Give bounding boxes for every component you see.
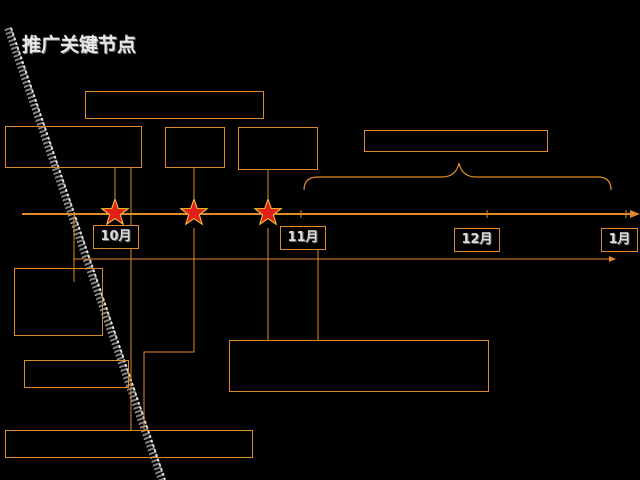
text-box-bottom-wide [229,340,489,392]
timeline-arrowhead [630,210,640,218]
text-box-top-center [85,91,264,119]
text-box-right-upper [238,127,318,170]
diagonal-streak [4,26,166,480]
text-box-left-lower [24,360,129,388]
text-box-bottom-left [5,430,253,458]
month-label-oct: 10月 [93,225,139,249]
secondary-line-arrowhead [609,256,616,262]
text-box-period [364,130,548,152]
milestone-star-1 [100,197,130,226]
diagram-title: 推广关键节点 [22,34,137,56]
text-box-mid-upper [165,127,225,168]
text-box-left-upper [5,126,142,168]
milestone-star-3 [253,197,283,226]
month-label-dec: 12月 [454,228,500,252]
month-label-jan: 1月 [601,228,638,252]
milestone-star-2 [179,197,209,226]
period-brace [303,162,612,191]
text-box-left-middle [14,268,103,336]
connectors [73,168,319,430]
month-label-nov: 11月 [280,226,326,250]
